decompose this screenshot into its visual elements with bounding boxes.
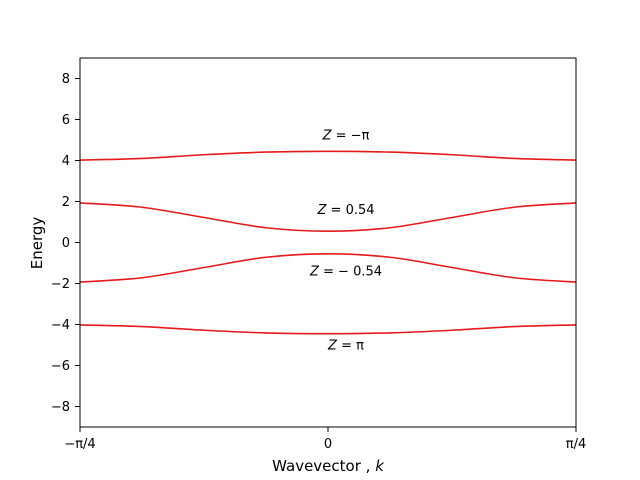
y-axis-label: Energy xyxy=(28,217,46,270)
x-tick-label: 0 xyxy=(324,437,332,452)
series-layer xyxy=(79,150,577,335)
band-line-4 xyxy=(79,324,577,335)
x-axis-label-text: Wavevector , xyxy=(272,457,375,475)
y-tick-label: −4 xyxy=(51,318,70,333)
y-tick-label: 6 xyxy=(62,113,70,128)
x-tick-label: π/4 xyxy=(566,437,586,452)
annotation-value: − 0.54 xyxy=(338,265,382,280)
y-tick-label: 2 xyxy=(62,195,70,210)
band-line-1 xyxy=(79,150,577,161)
annotation-value: −π xyxy=(351,128,370,143)
annotation-eq: = xyxy=(332,128,351,143)
annotation-eq: = xyxy=(337,339,356,354)
band-annotation-2: Z = 0.54 xyxy=(316,203,374,218)
x-axis-ticks: −π/4 0 π/4 xyxy=(64,427,586,452)
annotation-var: Z xyxy=(327,339,338,354)
annotation-eq: = xyxy=(326,203,345,218)
y-axis-ticks: −8 −6 −4 −2 0 2 4 6 8 xyxy=(51,72,80,415)
y-tick-label: 4 xyxy=(62,154,70,169)
annotation-var: Z xyxy=(316,203,327,218)
x-tick-label: −π/4 xyxy=(64,437,95,452)
band-line-2 xyxy=(79,202,577,233)
annotation-layer: Z = −πZ = 0.54Z = − 0.54Z = π xyxy=(309,128,382,353)
annotation-eq: = xyxy=(319,265,338,280)
y-tick-label: −6 xyxy=(51,359,70,374)
annotation-value: π xyxy=(356,339,364,354)
x-axis-label-var: k xyxy=(375,457,385,475)
band-annotation-4: Z = π xyxy=(327,339,364,354)
y-tick-label: −8 xyxy=(51,400,70,415)
plot-area-background xyxy=(80,58,576,427)
annotation-var: Z xyxy=(322,128,333,143)
x-axis-label: Wavevector , k xyxy=(272,457,385,475)
annotation-value: 0.54 xyxy=(346,203,375,218)
y-tick-label: 0 xyxy=(62,236,70,251)
y-tick-label: 8 xyxy=(62,72,70,87)
band-annotation-1: Z = −π xyxy=(322,128,370,143)
y-tick-label: −2 xyxy=(51,277,70,292)
band-annotation-3: Z = − 0.54 xyxy=(309,265,382,280)
annotation-var: Z xyxy=(309,265,320,280)
band-line-3 xyxy=(79,252,577,283)
